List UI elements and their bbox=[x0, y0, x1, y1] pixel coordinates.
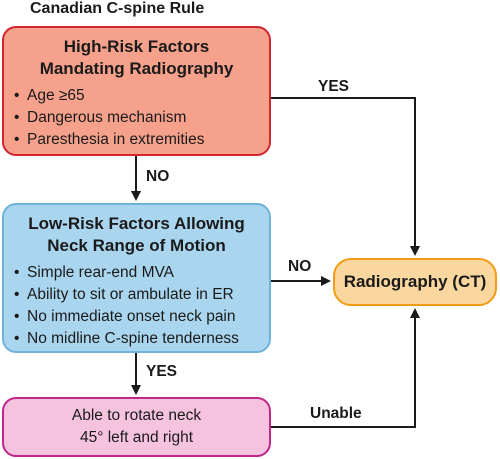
low-risk-item: No midline C-spine tenderness bbox=[14, 328, 259, 350]
edge-label-unable: Unable bbox=[310, 405, 362, 422]
low-risk-heading: Low-Risk Factors Allowing Neck Range of … bbox=[14, 213, 259, 257]
low-risk-heading-line2: Neck Range of Motion bbox=[47, 236, 226, 255]
low-risk-list: Simple rear-end MVA Ability to sit or am… bbox=[14, 262, 259, 350]
low-risk-box: Low-Risk Factors Allowing Neck Range of … bbox=[2, 203, 271, 353]
rotate-neck-box: Able to rotate neck 45° left and right bbox=[2, 397, 271, 457]
rotate-neck-line1: Able to rotate neck bbox=[71, 407, 202, 424]
edge-label-low-yes: YES bbox=[146, 363, 178, 380]
high-risk-list: Age ≥65 Dangerous mechanism Paresthesia … bbox=[14, 85, 259, 151]
high-risk-item: Age ≥65 bbox=[14, 85, 259, 107]
high-risk-item: Paresthesia in extremities bbox=[14, 129, 259, 151]
radiography-box: Radiography (CT) bbox=[333, 258, 497, 306]
high-risk-heading-line1: High-Risk Factors bbox=[63, 37, 210, 56]
high-risk-heading-line2: Mandating Radiography bbox=[39, 59, 234, 78]
low-risk-item: No immediate onset neck pain bbox=[14, 306, 259, 328]
low-risk-item: Simple rear-end MVA bbox=[14, 262, 259, 284]
low-risk-heading-line1: Low-Risk Factors Allowing bbox=[28, 214, 245, 233]
edge-label-high-no: NO bbox=[146, 168, 170, 185]
diagram-title: Canadian C-spine Rule bbox=[30, 0, 205, 17]
edge-label-high-yes: YES bbox=[318, 78, 350, 95]
edge-label-low-no: NO bbox=[288, 258, 312, 275]
rotate-neck-line2: 45° left and right bbox=[79, 429, 194, 446]
high-risk-box: High-Risk Factors Mandating Radiography … bbox=[2, 26, 271, 156]
arrow-rotate-to-rad bbox=[271, 308, 420, 428]
low-risk-item: Ability to sit or ambulate in ER bbox=[14, 284, 259, 306]
high-risk-item: Dangerous mechanism bbox=[14, 107, 259, 129]
arrow-high-to-rad bbox=[271, 97, 420, 256]
high-risk-heading: High-Risk Factors Mandating Radiography bbox=[14, 36, 259, 80]
